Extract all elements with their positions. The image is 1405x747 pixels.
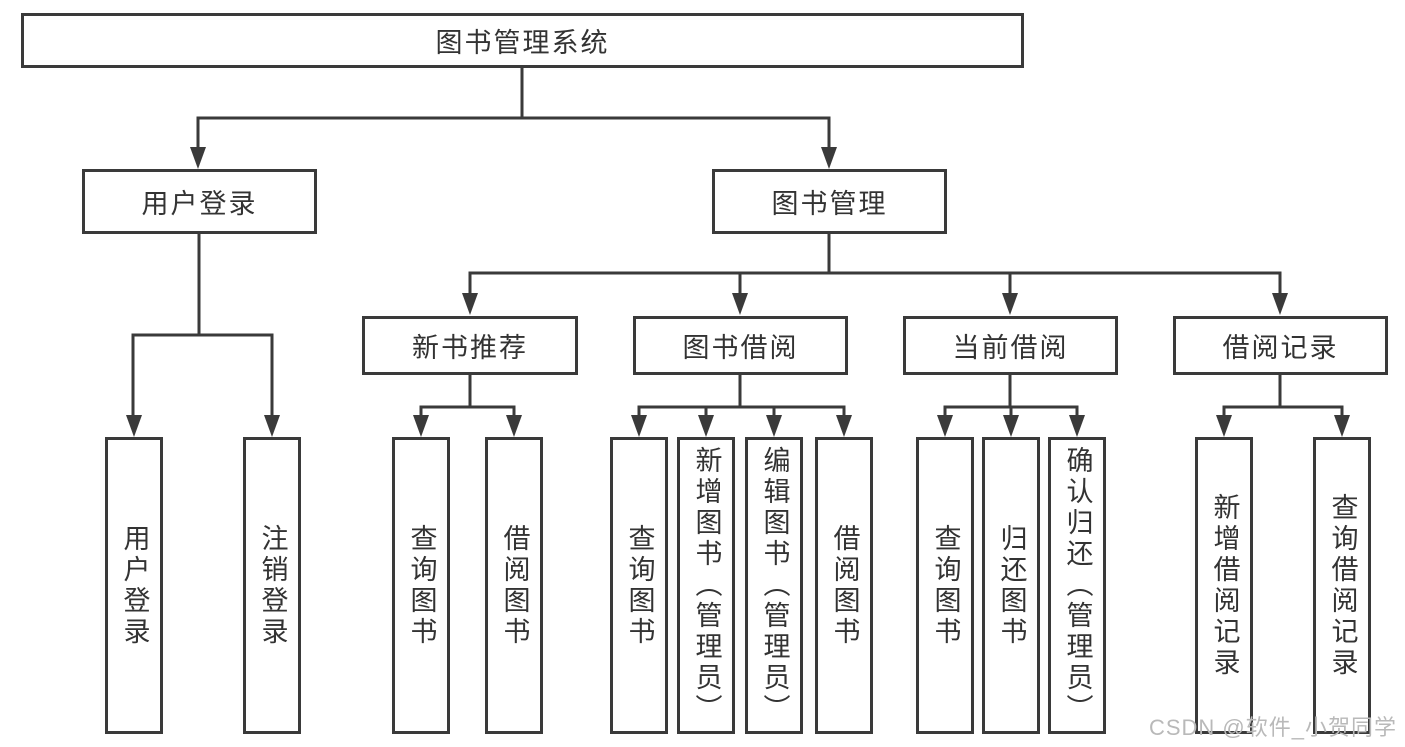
node-user-login: 用户登录 [82, 169, 317, 234]
leaf-cb-return-books-label: 归还图书 [996, 523, 1027, 648]
arrow-new-book-recommend [462, 293, 478, 315]
leaf-nbr-query-books: 查询图书 [392, 437, 450, 734]
leaf-bb-query-books: 查询图书 [610, 437, 668, 734]
csdn-watermark: CSDN @软件_小贺同学 [1148, 715, 1397, 740]
arrow-cb-query [937, 415, 953, 437]
leaf-br-add-record-label: 新增借阅记录 [1209, 492, 1240, 679]
leaf-user-login: 用户登录 [105, 437, 163, 734]
node-new-book-recommend: 新书推荐 [362, 316, 578, 375]
arrow-nbr-query [413, 415, 429, 437]
node-root: 图书管理系统 [21, 13, 1024, 68]
arrow-bb-edit [766, 415, 782, 437]
node-current-borrow-label: 当前借阅 [952, 333, 1069, 363]
connector-book-borrow [637, 375, 846, 418]
node-new-book-recommend-label: 新书推荐 [412, 333, 528, 363]
leaf-bb-borrow-books-label: 借阅图书 [829, 523, 860, 648]
leaf-logout: 注销登录 [243, 437, 301, 734]
arrow-bb-add [698, 415, 714, 437]
connector-borrow-records [1222, 375, 1344, 418]
leaf-nbr-borrow-books: 借阅图书 [485, 437, 543, 734]
arrow-cb-confirm [1069, 415, 1085, 437]
node-book-management: 图书管理 [712, 169, 947, 234]
leaf-cb-confirm-return-admin: 确认归还（管理员） [1048, 437, 1106, 734]
node-book-borrow: 图书借阅 [633, 316, 848, 375]
node-current-borrow: 当前借阅 [903, 316, 1118, 375]
arrow-user-login [190, 147, 206, 169]
connector-new-book-recommend [419, 375, 516, 418]
leaf-bb-borrow-books: 借阅图书 [815, 437, 873, 734]
leaf-br-add-record: 新增借阅记录 [1195, 437, 1253, 734]
leaf-bb-query-books-label: 查询图书 [624, 523, 655, 648]
arrow-bb-query [631, 415, 647, 437]
leaf-cb-confirm-return-admin-label: 确认归还（管理员） [1062, 446, 1093, 725]
arrow-br-query [1334, 415, 1350, 437]
leaf-bb-edit-books-admin-label: 编辑图书（管理员） [759, 446, 790, 725]
connector-user-login [131, 234, 274, 418]
arrow-cb-return [1003, 415, 1019, 437]
connector-book-management [468, 233, 1282, 296]
arrow-leaf-login [126, 415, 142, 437]
node-root-label: 图书管理系统 [435, 28, 610, 58]
leaf-cb-query-books: 查询图书 [916, 437, 974, 734]
leaf-nbr-query-books-label: 查询图书 [406, 523, 437, 648]
arrow-bb-borrow [836, 415, 852, 437]
connector-root [196, 68, 831, 150]
arrow-book-management [821, 147, 837, 169]
leaf-nbr-borrow-books-label: 借阅图书 [499, 523, 530, 648]
node-book-borrow-label: 图书借阅 [682, 333, 799, 363]
leaf-bb-edit-books-admin: 编辑图书（管理员） [745, 437, 803, 734]
leaf-user-login-label: 用户登录 [119, 523, 150, 648]
arrow-br-add [1216, 415, 1232, 437]
connector-current-borrow [943, 375, 1079, 418]
node-borrow-records: 借阅记录 [1173, 316, 1388, 375]
leaf-bb-add-books-admin: 新增图书（管理员） [677, 437, 735, 734]
node-book-management-label: 图书管理 [771, 189, 888, 219]
leaf-bb-add-books-admin-label: 新增图书（管理员） [691, 446, 722, 725]
node-user-login-label: 用户登录 [141, 189, 258, 219]
node-borrow-records-label: 借阅记录 [1222, 333, 1339, 363]
arrow-leaf-logout [264, 415, 280, 437]
leaf-br-query-record-label: 查询借阅记录 [1327, 492, 1358, 679]
arrow-borrow-records [1272, 293, 1288, 315]
leaf-logout-label: 注销登录 [257, 523, 288, 648]
leaf-cb-query-books-label: 查询图书 [930, 523, 961, 648]
arrow-nbr-borrow [506, 415, 522, 437]
arrow-current-borrow [1002, 293, 1018, 315]
leaf-cb-return-books: 归还图书 [982, 437, 1040, 734]
arrow-book-borrow [732, 293, 748, 315]
leaf-br-query-record: 查询借阅记录 [1313, 437, 1371, 734]
